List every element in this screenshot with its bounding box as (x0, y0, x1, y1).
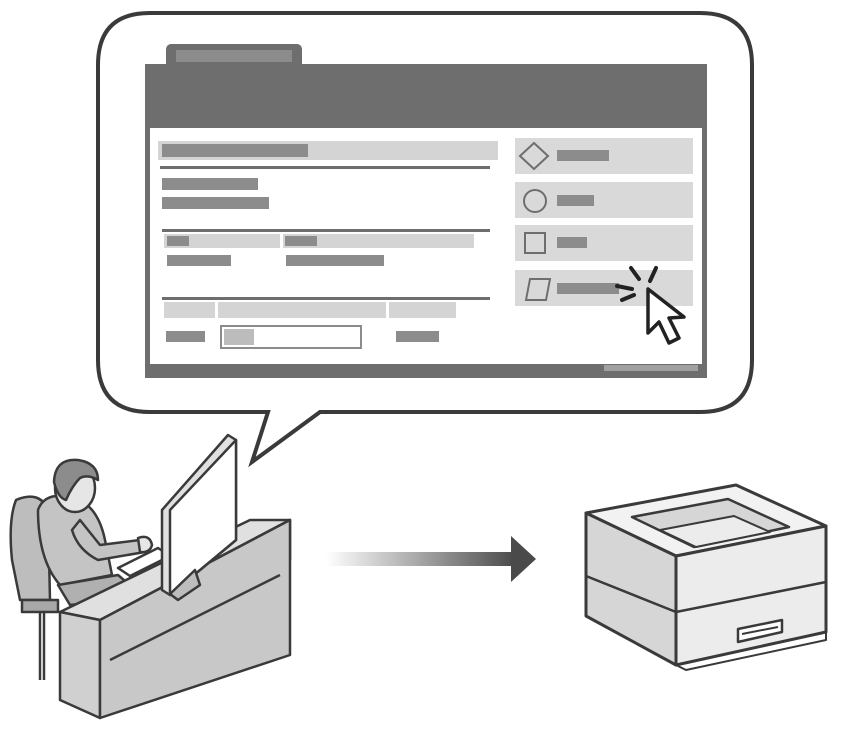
table-cell (167, 255, 231, 266)
person (36, 458, 154, 642)
monitor (160, 433, 238, 602)
circle-icon (523, 189, 547, 213)
menu-button-circle[interactable] (515, 182, 693, 218)
menu-button-diamond[interactable] (515, 138, 693, 174)
mouse-pointer-icon (646, 287, 686, 345)
info-line (162, 197, 269, 209)
table-cell (286, 255, 384, 266)
progress-bar (220, 325, 362, 349)
click-burst (615, 266, 658, 302)
table-header (164, 302, 456, 318)
diamond-icon (518, 141, 550, 171)
menu-button-square[interactable] (515, 225, 693, 261)
table-cell (396, 331, 439, 342)
table-header (164, 234, 474, 248)
menu-button-trapezoid[interactable] (515, 270, 693, 306)
remote-ui-window (145, 44, 707, 378)
printer-icon (584, 483, 828, 671)
user-at-computer (9, 433, 292, 720)
info-line (162, 178, 258, 190)
square-icon (524, 232, 546, 254)
right-arrow-icon (326, 536, 536, 582)
table-cell (166, 331, 205, 342)
trapezoid-icon (524, 278, 552, 301)
